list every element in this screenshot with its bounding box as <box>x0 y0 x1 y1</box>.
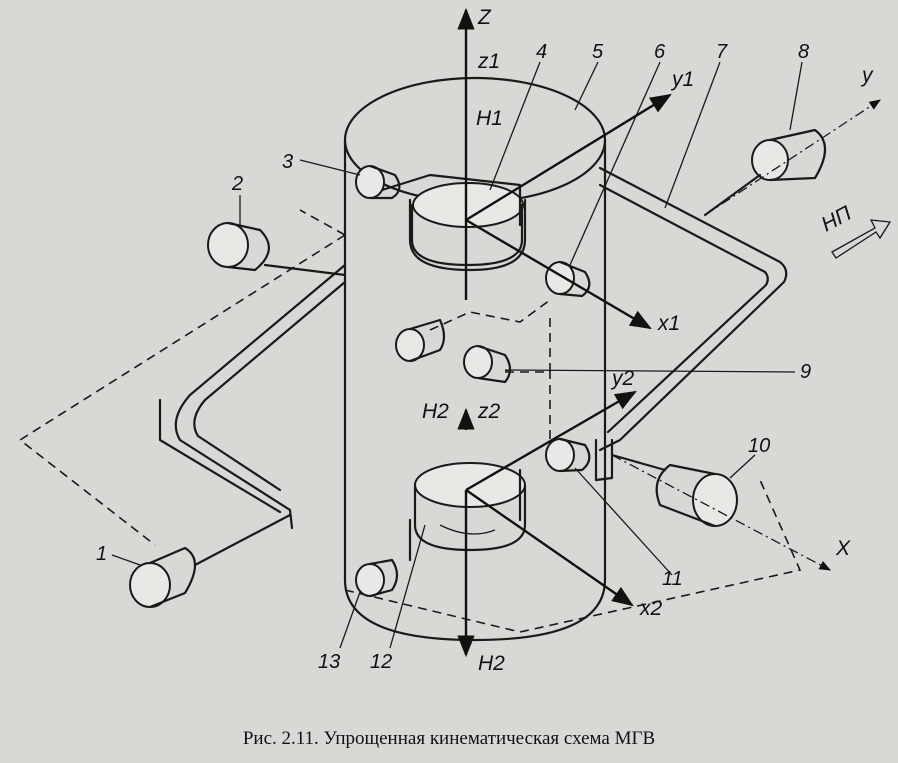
axis-label-z1: z1 <box>477 50 500 73</box>
axis-label-y: y <box>860 64 874 87</box>
axis-label-y1: y1 <box>670 68 694 91</box>
np-indicator: НП <box>818 201 892 259</box>
axis-label-X: X <box>835 537 851 560</box>
axis-label-z2: z2 <box>477 400 501 423</box>
callout-5: 5 <box>592 41 604 63</box>
signal-lines <box>18 209 802 633</box>
callouts: 1 2 3 4 5 6 7 8 9 10 11 12 13 <box>96 41 811 673</box>
sensor-13 <box>355 558 399 598</box>
axes <box>457 7 881 658</box>
axis-label-x2: x2 <box>639 597 663 620</box>
motor-2 <box>207 221 347 277</box>
lower-gyro <box>408 462 527 562</box>
callout-11: 11 <box>662 568 683 590</box>
callout-10: 10 <box>748 435 770 457</box>
axis-label-x1: x1 <box>657 312 680 335</box>
axis-label-y2: y2 <box>610 367 635 390</box>
sensor-3 <box>355 164 401 200</box>
callout-3: 3 <box>282 151 293 173</box>
callout-7: 7 <box>716 41 728 63</box>
upper-gyro <box>380 173 527 272</box>
axis-label-H2-down: H2 <box>478 652 505 675</box>
callout-8: 8 <box>798 41 809 63</box>
callout-1: 1 <box>96 543 107 565</box>
motor-8 <box>703 128 827 217</box>
outer-frame <box>158 166 788 530</box>
callout-13: 13 <box>318 651 340 673</box>
sensor-11 <box>545 437 591 473</box>
callout-6: 6 <box>654 41 666 63</box>
sensors-9 <box>395 318 512 384</box>
axis-labels: Z z1 H1 y1 x1 y X H2 z2 y2 x2 H2 <box>422 6 874 675</box>
motor-1 <box>129 513 292 609</box>
callout-9: 9 <box>800 361 811 383</box>
axis-label-H2-up: H2 <box>422 400 449 423</box>
figure-caption: Рис. 2.11. Упрощенная кинематическая схе… <box>242 728 656 749</box>
callout-2: 2 <box>231 173 243 195</box>
callout-4: 4 <box>536 41 547 63</box>
callout-12: 12 <box>370 651 392 673</box>
motor-10 <box>610 453 738 528</box>
np-label: НП <box>818 201 856 236</box>
axis-label-H1: H1 <box>476 107 503 130</box>
axis-label-Z: Z <box>477 6 492 29</box>
